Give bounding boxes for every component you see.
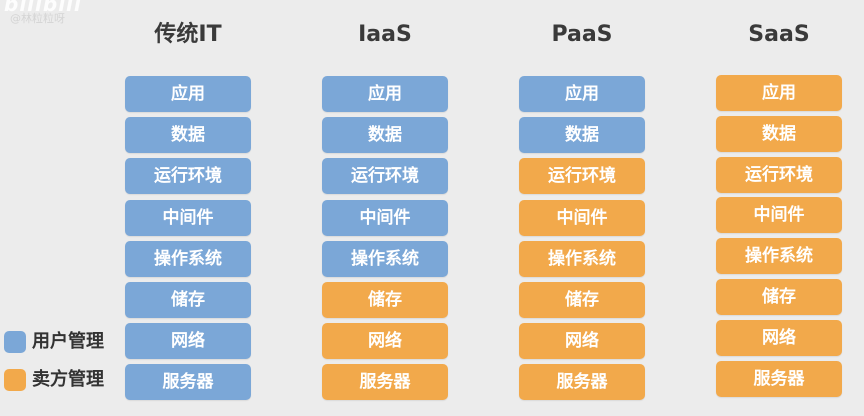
- layer-box-user-managed: 应用: [322, 76, 448, 112]
- layer-box-vendor-managed: 中间件: [716, 197, 842, 233]
- layer-box-user-managed: 运行环境: [322, 158, 448, 194]
- layer-box-vendor-managed: 储存: [716, 279, 842, 315]
- layer-box-user-managed: 操作系统: [322, 241, 448, 277]
- layer-box-vendor-managed: 中间件: [519, 200, 645, 236]
- layer-box-vendor-managed: 服务器: [716, 361, 842, 397]
- legend-swatch: [4, 331, 26, 353]
- legend-label: 卖方管理: [32, 369, 104, 390]
- layer-box-user-managed: 服务器: [125, 364, 251, 400]
- layer-box-user-managed: 储存: [125, 282, 251, 318]
- column-header: 传统IT: [154, 22, 222, 47]
- layer-box-vendor-managed: 网络: [519, 323, 645, 359]
- watermark: bilibili @林粒粒呀: [2, 0, 162, 25]
- layer-box-user-managed: 网络: [125, 323, 251, 359]
- layer-box-vendor-managed: 操作系统: [716, 238, 842, 274]
- layer-box-vendor-managed: 服务器: [519, 364, 645, 400]
- layer-box-user-managed: 数据: [322, 117, 448, 153]
- column-header: SaaS: [748, 22, 810, 47]
- layer-box-vendor-managed: 运行环境: [716, 157, 842, 193]
- layer-box-user-managed: 操作系统: [125, 241, 251, 277]
- layer-box-user-managed: 中间件: [322, 200, 448, 236]
- layer-box-user-managed: 应用: [519, 76, 645, 112]
- layer-box-vendor-managed: 操作系统: [519, 241, 645, 277]
- watermark-logo: bilibili: [4, 0, 82, 16]
- column-header: PaaS: [551, 22, 613, 47]
- layer-box-user-managed: 运行环境: [125, 158, 251, 194]
- legend-swatch: [4, 369, 26, 391]
- layer-box-vendor-managed: 网络: [322, 323, 448, 359]
- layer-box-user-managed: 数据: [519, 117, 645, 153]
- layer-box-vendor-managed: 储存: [519, 282, 645, 318]
- layer-box-user-managed: 数据: [125, 117, 251, 153]
- legend-label: 用户管理: [32, 331, 104, 352]
- watermark-handle: @林粒粒呀: [10, 12, 65, 25]
- layer-box-vendor-managed: 应用: [716, 75, 842, 111]
- layer-box-vendor-managed: 储存: [322, 282, 448, 318]
- layer-box-user-managed: 中间件: [125, 200, 251, 236]
- layer-box-vendor-managed: 数据: [716, 116, 842, 152]
- layer-box-vendor-managed: 网络: [716, 320, 842, 356]
- layer-box-vendor-managed: 运行环境: [519, 158, 645, 194]
- layer-box-vendor-managed: 服务器: [322, 364, 448, 400]
- column-header: IaaS: [358, 22, 412, 47]
- layer-box-user-managed: 应用: [125, 76, 251, 112]
